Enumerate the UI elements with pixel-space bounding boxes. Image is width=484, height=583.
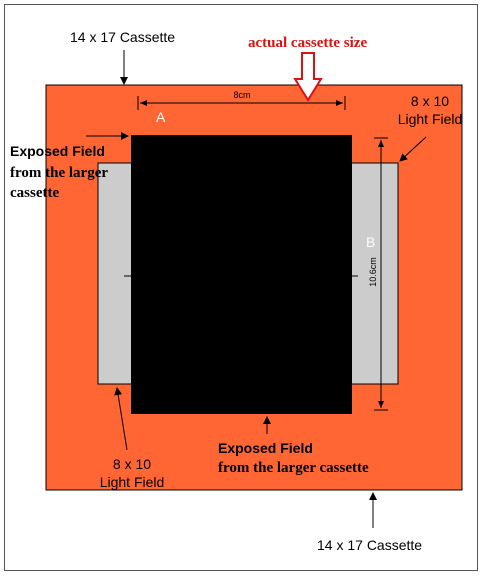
exposed-field-left-line1: Exposed Field (10, 143, 105, 159)
label-b: B (366, 234, 375, 250)
exposed-field-bottom-line2: from the larger cassette (218, 460, 369, 476)
exposed-field-left-line2: from the larger (10, 165, 108, 181)
diagram-frame (4, 4, 478, 571)
cassette-label-bottom: 14 x 17 Cassette (317, 537, 422, 553)
width-dimension (137, 96, 346, 110)
actual-size-label: actual cassette size (248, 35, 367, 51)
light-field-left-line1: 8 x 10 (113, 456, 151, 472)
label-a: A (156, 109, 166, 125)
light-field-left-line2: Light Field (100, 474, 165, 490)
dimension-width-label: 8cm (233, 90, 250, 100)
exposed-field (131, 135, 352, 414)
light-field-right-line2: Light Field (398, 111, 463, 127)
light-field-right-line1: 8 x 10 (411, 93, 449, 109)
height-dimension (374, 137, 388, 411)
hollow-down-arrow-icon (293, 52, 323, 102)
dimension-height-label: 10.6cm (368, 257, 378, 287)
arrow-light-field-left (114, 387, 128, 451)
exposed-field-bottom-line1: Exposed Field (218, 440, 313, 456)
arrow-light-field-right (399, 136, 427, 162)
cassette-label-top: 14 x 17 Cassette (70, 29, 175, 45)
exposed-field-left-line3: cassette (10, 185, 59, 201)
